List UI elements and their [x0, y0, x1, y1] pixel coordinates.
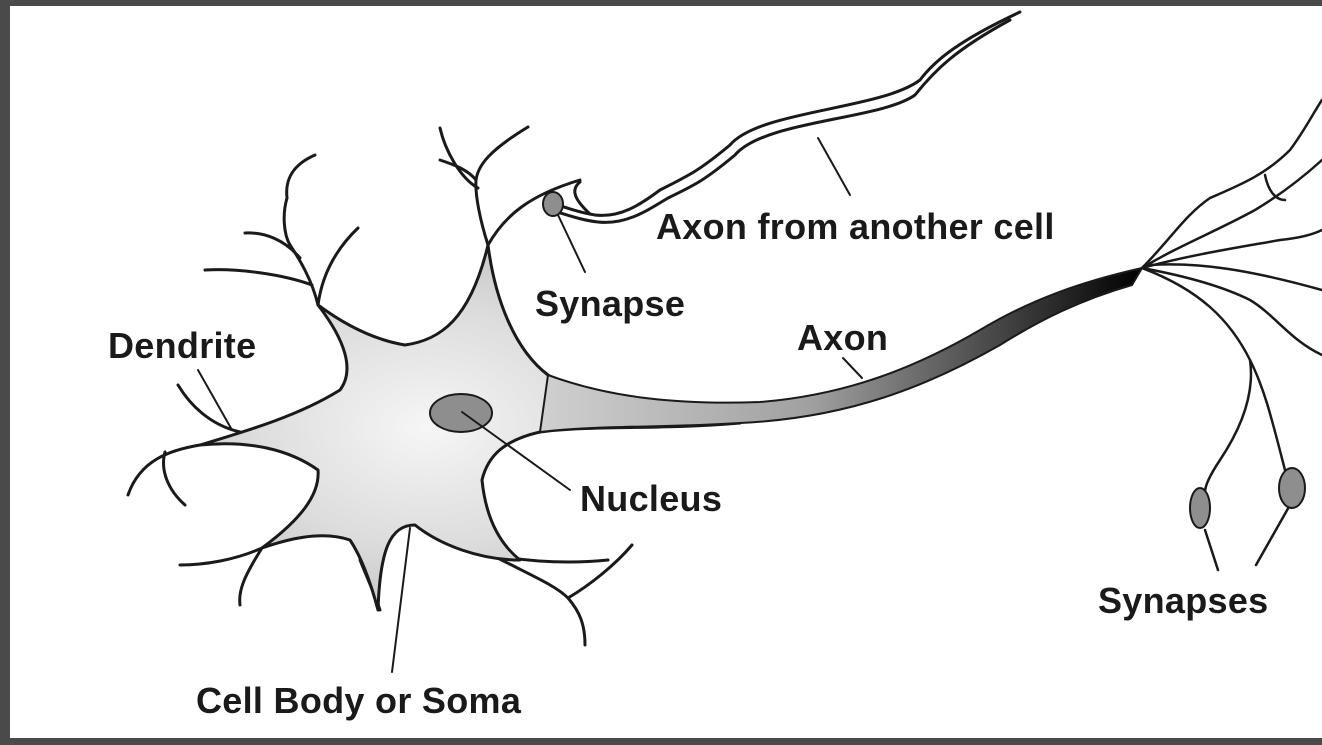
synapse-pointer [558, 215, 585, 272]
axon-from-another-cell-line [548, 12, 1020, 222]
synapse-bulb-right [1279, 468, 1305, 508]
axon-pointer [843, 358, 862, 378]
cell-body-pointer [392, 528, 410, 672]
synapse-bulb-left [1190, 488, 1210, 528]
synapses-label: Synapses [1098, 580, 1269, 622]
axon-label: Axon [797, 317, 888, 359]
dendrites-top [205, 127, 580, 305]
cell-body-label: Cell Body or Soma [196, 680, 521, 722]
synapse-label: Synapse [535, 283, 685, 325]
axon-from-another-cell-label: Axon from another cell [656, 206, 1055, 248]
dendrite-label: Dendrite [108, 325, 256, 367]
axon-from-another-cell-pointer [818, 138, 850, 195]
synapse-bulb [543, 192, 563, 216]
nucleus-label: Nucleus [580, 478, 722, 520]
